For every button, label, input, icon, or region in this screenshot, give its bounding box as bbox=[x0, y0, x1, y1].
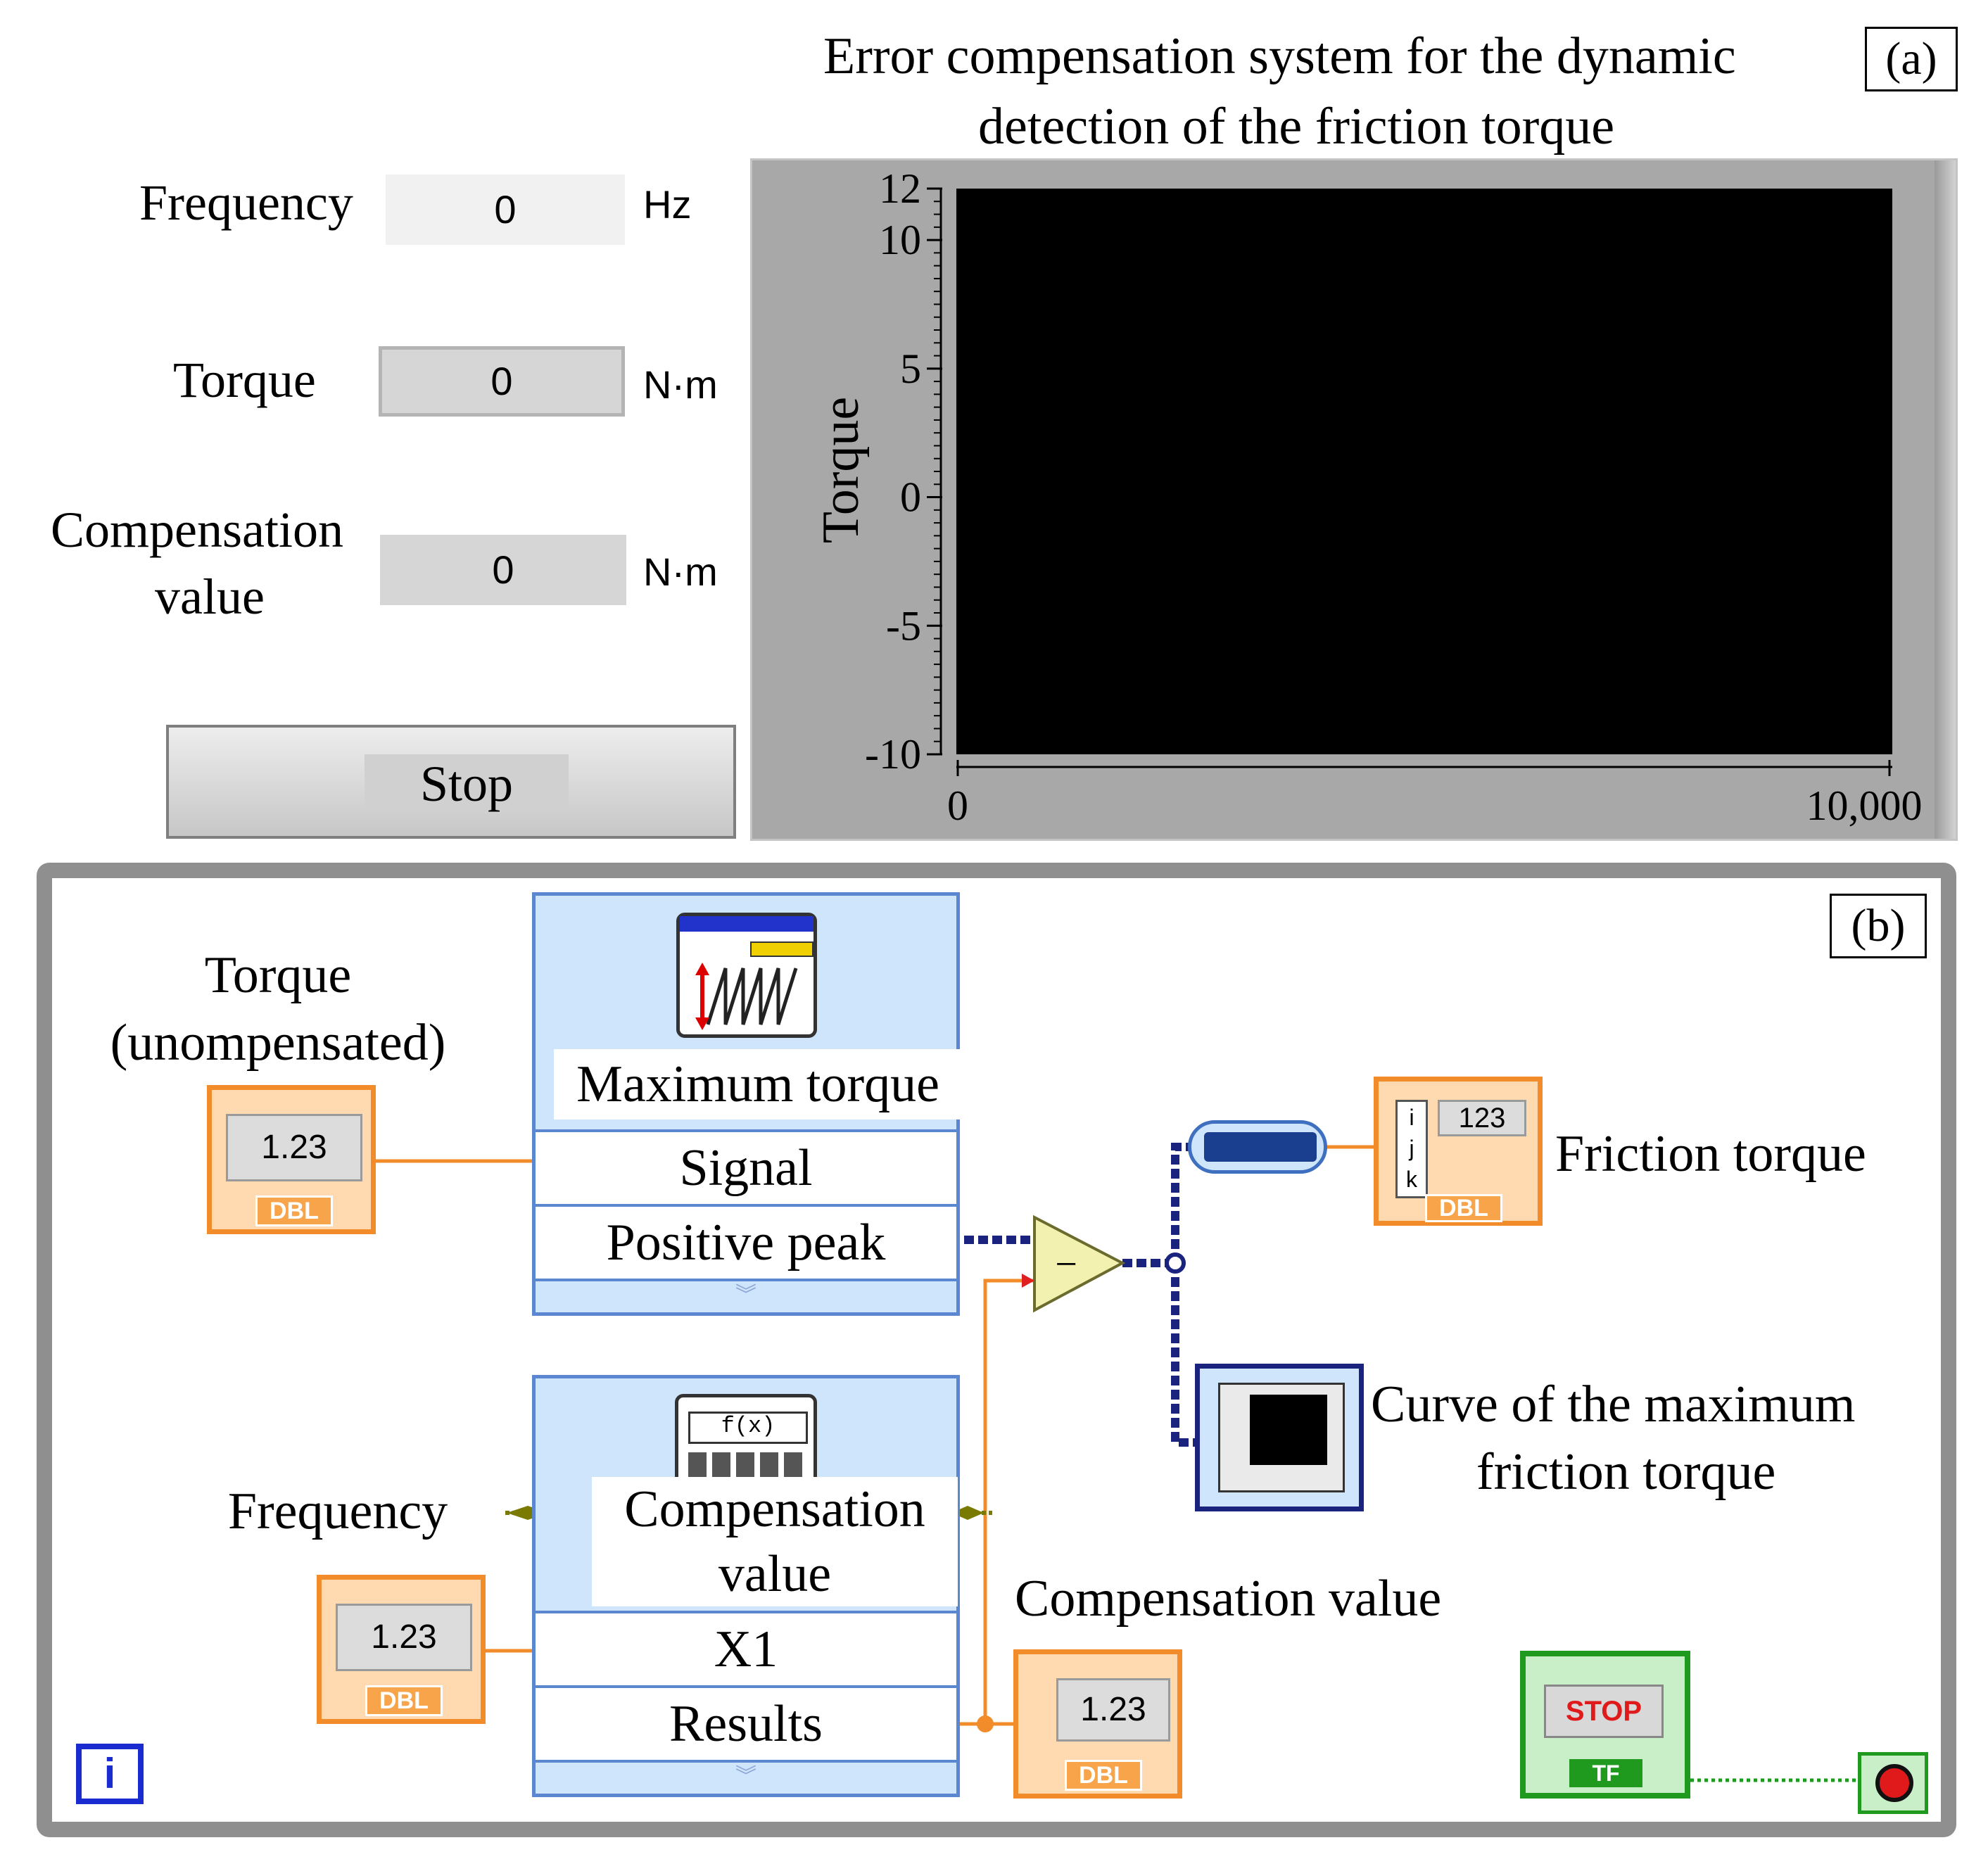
compensation-label-line1: Compensation bbox=[51, 502, 343, 558]
chevron-down-icon[interactable]: ︾ bbox=[536, 1279, 956, 1312]
stop-terminal[interactable]: STOP TF bbox=[1520, 1651, 1690, 1799]
wire-junction-orange bbox=[977, 1715, 994, 1732]
y-tick-label-3: 0 bbox=[900, 474, 921, 521]
compensation-vi-results: Results bbox=[536, 1685, 956, 1760]
stop-terminal-display: STOP bbox=[1544, 1685, 1664, 1738]
formula-display: f(x) bbox=[688, 1412, 808, 1444]
stop-sign-icon bbox=[1875, 1764, 1913, 1802]
comp-indicator-terminal[interactable]: 1.23 DBL bbox=[1013, 1649, 1182, 1799]
friction-array-index: i j k bbox=[1395, 1100, 1428, 1198]
frequency-input-terminal[interactable]: 1.23 DBL bbox=[317, 1575, 486, 1724]
y-axis: 12 10 5 0 -5 -10 bbox=[865, 165, 942, 778]
y-tick-label-1: 10 bbox=[879, 217, 921, 263]
friction-torque-label: Friction torque bbox=[1555, 1125, 1866, 1183]
wire-subtract-out bbox=[1122, 1143, 1200, 1447]
loop-iteration-terminal: i bbox=[76, 1744, 144, 1804]
frequency-label: Frequency bbox=[139, 175, 353, 231]
stop-terminal-type: TF bbox=[1569, 1759, 1642, 1787]
y-tick-label-4: -5 bbox=[886, 602, 921, 649]
index-k: k bbox=[1406, 1167, 1417, 1192]
compensation-field: 0 bbox=[380, 535, 626, 605]
y-tick-label-2: 5 bbox=[900, 345, 921, 392]
index-i: i bbox=[1409, 1105, 1414, 1130]
torque-field: 0 bbox=[379, 346, 625, 417]
panel-tag-a: (a) bbox=[1865, 27, 1958, 91]
compensation-vi-title-line1: Compensation bbox=[592, 1477, 958, 1542]
compensation-value-vi[interactable]: f(x) Compensation value X1 Results ︾ bbox=[532, 1375, 960, 1797]
chart-icon-bg bbox=[1218, 1383, 1345, 1492]
curve-label-line2: friction torque bbox=[1476, 1443, 1776, 1501]
maximum-torque-vi-title: Maximum torque bbox=[554, 1049, 962, 1120]
maximum-torque-vi-signal: Signal bbox=[536, 1129, 956, 1204]
chart-frame-edge bbox=[1935, 160, 1956, 839]
loop-condition-terminal[interactable] bbox=[1858, 1752, 1928, 1814]
compensation-vi-title-line2: value bbox=[592, 1542, 958, 1606]
comp-indicator-type: DBL bbox=[1065, 1760, 1142, 1791]
wire-junction-blue bbox=[1165, 1252, 1186, 1274]
curve-label-line1: Curve of the maximum bbox=[1371, 1376, 1856, 1433]
icon-titlebar bbox=[680, 916, 813, 932]
panel-tag-b: (b) bbox=[1830, 894, 1927, 958]
comp-indicator-display: 1.23 bbox=[1056, 1678, 1170, 1742]
curve-chart-indicator[interactable] bbox=[1195, 1364, 1364, 1511]
torque-input-terminal[interactable]: 1.23 DBL bbox=[207, 1085, 376, 1234]
chevron-down-icon[interactable]: ︾ bbox=[536, 1760, 956, 1794]
friction-torque-indicator[interactable]: i j k 123 DBL bbox=[1374, 1077, 1543, 1226]
x-axis: 0 10,000 bbox=[947, 760, 1923, 829]
front-panel-title-line1: Error compensation system for the dynami… bbox=[823, 27, 1736, 85]
torque-input-type: DBL bbox=[255, 1195, 333, 1226]
chart-svg: 12 10 5 0 -5 -10 0 10,000 Torque bbox=[812, 165, 1923, 829]
comp-indicator-label: Compensation value bbox=[1015, 1570, 1442, 1628]
torque-unit: N·m bbox=[643, 362, 718, 407]
torque-label: Torque bbox=[173, 352, 316, 408]
icon-ruler bbox=[750, 941, 813, 957]
compensation-vi-x1: X1 bbox=[536, 1611, 956, 1685]
front-panel-title-line2: detection of the friction torque bbox=[978, 98, 1615, 156]
chart-icon-plot bbox=[1250, 1395, 1327, 1465]
stop-button-label: Stop bbox=[365, 754, 569, 813]
torque-input-label-line2: (unompensated) bbox=[110, 1014, 446, 1072]
torque-chart: 12 10 5 0 -5 -10 0 10,000 Torque bbox=[750, 158, 1958, 841]
sawtooth-icon bbox=[695, 963, 798, 1030]
frequency-input-label: Frequency bbox=[227, 1483, 448, 1540]
convert-icon bbox=[1204, 1132, 1317, 1162]
subtract-input-arrow bbox=[1022, 1274, 1034, 1288]
y-tick-label-0: 12 bbox=[879, 165, 921, 212]
stop-button[interactable]: Stop bbox=[166, 725, 736, 839]
frequency-input-type: DBL bbox=[365, 1685, 443, 1716]
subtract-node[interactable]: − bbox=[1033, 1214, 1126, 1313]
torque-input-label-line1: Torque bbox=[204, 946, 352, 1004]
frequency-input-display: 1.23 bbox=[336, 1604, 472, 1671]
torque-input-display: 1.23 bbox=[226, 1114, 362, 1181]
x-tick-label-0: 0 bbox=[947, 782, 968, 829]
plot-area bbox=[956, 189, 1892, 754]
friction-type: DBL bbox=[1425, 1194, 1502, 1222]
y-tick-label-5: -10 bbox=[865, 731, 921, 778]
x-tick-label-1: 10,000 bbox=[1806, 782, 1923, 829]
frequency-unit: Hz bbox=[643, 182, 692, 227]
compensation-label-line2: value bbox=[155, 569, 265, 625]
convert-to-dbl-node[interactable] bbox=[1188, 1120, 1327, 1174]
subtract-symbol: − bbox=[1055, 1243, 1077, 1286]
frequency-field[interactable]: 0 bbox=[386, 175, 625, 245]
y-axis-label: Torque bbox=[812, 397, 870, 544]
friction-display: 123 bbox=[1438, 1100, 1526, 1136]
maximum-torque-vi-icon bbox=[676, 913, 817, 1038]
compensation-unit: N·m bbox=[643, 550, 718, 594]
index-j: j bbox=[1409, 1136, 1414, 1161]
maximum-torque-vi-positive-peak: Positive peak bbox=[536, 1204, 956, 1279]
maximum-torque-vi[interactable]: Maximum torque Signal Positive peak ︾ bbox=[532, 892, 962, 1316]
